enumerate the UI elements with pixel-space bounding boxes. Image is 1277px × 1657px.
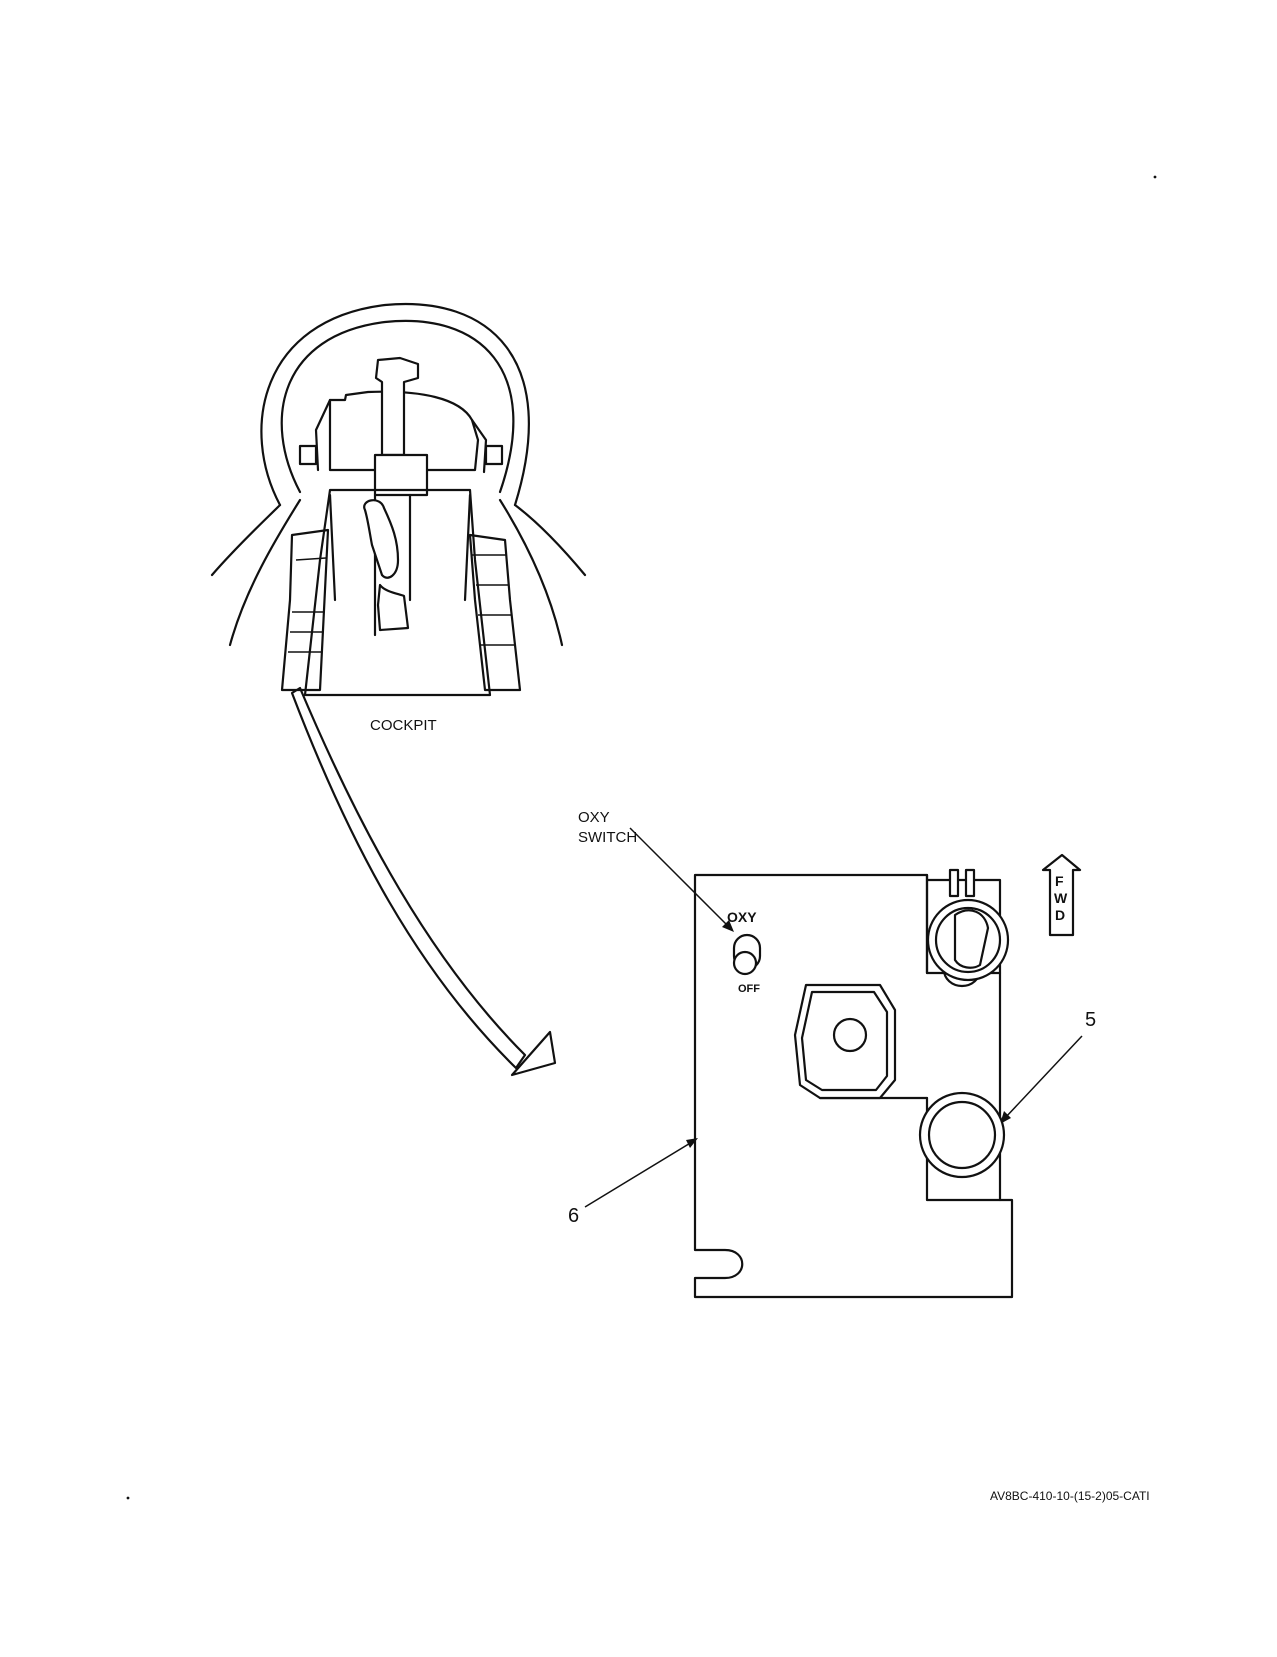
right-console bbox=[468, 533, 522, 692]
fwd-letter-f: F bbox=[1055, 873, 1064, 889]
oxy-switch-callout-line2: SWITCH bbox=[578, 829, 637, 846]
upper-valve-knob bbox=[953, 909, 990, 969]
lower-valve-inner bbox=[927, 1100, 997, 1170]
ejection-handle bbox=[374, 356, 420, 457]
fuselage-right-curve bbox=[498, 498, 564, 647]
regulator-center-port bbox=[832, 1017, 868, 1053]
oxy-switch-callout-line1: OXY bbox=[578, 809, 610, 826]
headrest-side-left bbox=[314, 398, 332, 472]
cockpit-view bbox=[210, 302, 587, 697]
seat-back-inner-left bbox=[328, 493, 337, 602]
headrest-right-lug bbox=[484, 444, 504, 466]
oxy-switch-top-label: OXY bbox=[727, 909, 757, 925]
callout-6-arrowhead bbox=[686, 1138, 698, 1148]
seat-center-block bbox=[373, 453, 429, 497]
seat-back-inner-right bbox=[463, 493, 472, 602]
callout-5-leader bbox=[1004, 1035, 1083, 1119]
valve-bracket-left bbox=[948, 868, 960, 898]
figure-id: AV8BC-410-10-(15-2)05-CATI bbox=[990, 1489, 1150, 1503]
regulator-inner bbox=[800, 990, 889, 1092]
fwd-letter-d: D bbox=[1055, 907, 1065, 923]
seat-back bbox=[303, 488, 492, 697]
upper-valve-inner bbox=[934, 906, 1002, 974]
seat-buckle bbox=[376, 583, 410, 632]
seat-mechanism bbox=[363, 499, 400, 579]
forward-direction-arrow: F W D bbox=[1041, 853, 1082, 937]
valve-bracket-right bbox=[964, 868, 976, 898]
scan-speck bbox=[126, 1496, 130, 1500]
detail-arrow-shaft bbox=[290, 686, 527, 1070]
oxy-switch-leader-arrowhead bbox=[722, 920, 734, 932]
lower-valve-outer bbox=[918, 1091, 1006, 1179]
canopy-outer-arc bbox=[260, 302, 530, 507]
fwd-arrow-outline bbox=[1041, 853, 1082, 937]
fuselage-left-curve bbox=[228, 498, 302, 647]
callout-5: 5 bbox=[1085, 1009, 1096, 1031]
oxy-switch[interactable]: OXY OFF bbox=[727, 909, 762, 995]
headrest-side-right bbox=[470, 418, 488, 474]
callout-6-leader bbox=[584, 1141, 693, 1208]
oxy-switch-leader bbox=[629, 827, 731, 929]
oxygen-panel bbox=[693, 868, 1014, 1299]
callout-6: 6 bbox=[568, 1205, 579, 1227]
scan-speck bbox=[1153, 175, 1157, 179]
headrest-left-lug bbox=[298, 444, 318, 466]
oxy-switch-bottom-label: OFF bbox=[738, 983, 760, 995]
fwd-letter-w: W bbox=[1054, 890, 1068, 906]
left-console-slat bbox=[295, 557, 327, 561]
canopy-inner-arc bbox=[280, 319, 515, 494]
detail-arrow-head bbox=[510, 1030, 557, 1077]
oxy-switch-lever[interactable] bbox=[732, 950, 758, 976]
canopy-right-flare bbox=[513, 503, 587, 577]
callout-5-arrowhead bbox=[1000, 1111, 1011, 1124]
cockpit-label: COCKPIT bbox=[370, 717, 437, 734]
detail-arrow bbox=[290, 686, 557, 1077]
canopy-left-flare bbox=[210, 503, 282, 577]
